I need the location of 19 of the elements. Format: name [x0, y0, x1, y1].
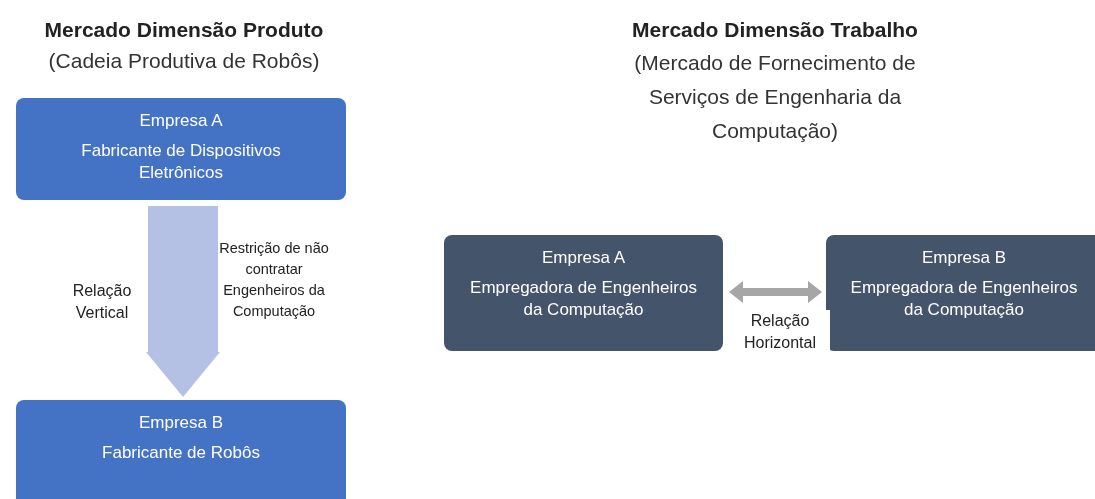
company-name: Empresa A	[139, 110, 223, 132]
company-name: Empresa B	[138, 412, 224, 434]
company-name: Empresa A	[541, 247, 626, 269]
company-box	[16, 98, 346, 200]
heading: Mercado Dimensão Trabalho	[631, 17, 919, 43]
block-arrow	[146, 206, 220, 397]
company-box	[444, 235, 723, 351]
annotation-text: Restrição de não contratar Engenheiros da Computação	[218, 239, 330, 321]
company-role: Fabricante de Robôs	[102, 442, 260, 464]
subheading: (Mercado de Fornecimento de Serviços de Engenharia da Computação)	[633, 50, 917, 144]
company-name: Empresa B	[920, 247, 1008, 269]
company-box	[16, 400, 346, 499]
heading: Mercado Dimensão Produto	[43, 17, 325, 43]
subheading: (Cadeia Produtiva de Robôs)	[47, 48, 321, 74]
double-arrow	[729, 281, 822, 303]
company-role: Empregadora de Engenheiros da Computação	[849, 277, 1079, 321]
company-box	[826, 235, 1095, 351]
company-role: Empregadora de Engenheiros da Computação	[469, 277, 698, 321]
company-role: Fabricante de Dispositivos Eletrônicos	[80, 140, 282, 184]
